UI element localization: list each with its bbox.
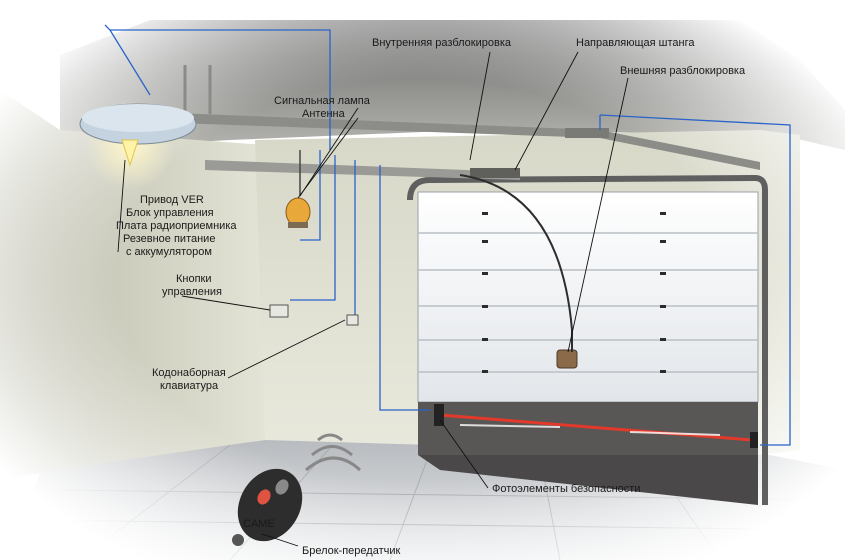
ceiling-hangers (183, 65, 212, 114)
door-bottom-shadow (418, 455, 758, 505)
photocell-left (434, 404, 444, 426)
door-frame (407, 174, 768, 505)
label-buttons-line1: Кнопки (176, 273, 212, 285)
guide-rail (150, 112, 760, 170)
label-outer-release: Внешняя разблокировка (620, 65, 746, 77)
label-guide-rail: Направляющая штанга (576, 37, 695, 49)
control-buttons (269, 304, 289, 318)
label-control-unit: Блок управления (126, 207, 214, 219)
garage-door-opener-icon (79, 100, 197, 190)
rail-carriage (470, 168, 520, 178)
panel-handles (482, 212, 666, 373)
label-battery: с аккумулятором (126, 246, 212, 258)
sectional-door (407, 174, 768, 505)
callout-labels: Внутренняя разблокировка Направляющая шт… (116, 37, 746, 557)
label-drive: Привод VER (140, 194, 204, 206)
remote-brand: CAME (243, 518, 275, 530)
outer-release-lock (556, 349, 578, 369)
wiring (104, 24, 791, 446)
panel-joints (418, 232, 758, 373)
label-buttons-line2: управления (162, 286, 222, 298)
rail-bracket (565, 128, 609, 138)
release-cable (459, 174, 573, 352)
rail-support (205, 160, 520, 180)
code-keypad (346, 314, 359, 326)
label-keypad-line1: Кодонаборная (152, 367, 226, 379)
door-bottom-section (418, 402, 758, 455)
label-photocells: Фотоэлементы безопасности (492, 483, 640, 495)
leader-lines (117, 51, 629, 547)
safety-beam (439, 413, 753, 442)
label-remote: Брелок-передатчик (302, 545, 401, 557)
photocell-right (750, 432, 758, 448)
label-signal-lamp: Сигнальная лампа (274, 95, 371, 107)
label-backup-power: Резевное питание (123, 233, 215, 245)
remote-keyfob-icon: CAME (232, 433, 362, 546)
door-panels (417, 191, 759, 403)
label-keypad-line2: клавиатура (160, 380, 219, 392)
guide-rail-assembly (150, 65, 760, 180)
label-inner-release: Внутренняя разблокировка (372, 37, 512, 49)
label-antenna: Антенна (302, 108, 346, 120)
label-radio-board: Плата радиоприемника (116, 220, 237, 232)
signal-lamp-icon (285, 150, 311, 228)
